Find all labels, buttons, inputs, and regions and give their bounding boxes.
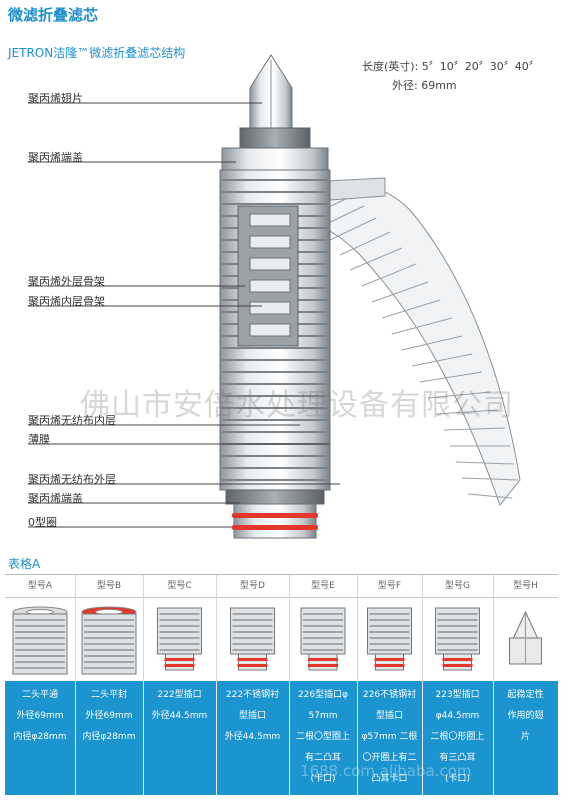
model-header: 型号E: [289, 575, 357, 598]
model-column: 型号B 二头平封外径69mm 内径φ28mm: [75, 575, 143, 795]
column-divider: [216, 575, 217, 795]
model-header: 型号H: [493, 575, 558, 598]
filter-cartridge-icon: [143, 598, 216, 682]
o-ring-icon: [232, 513, 318, 530]
model-description-line: 〇开圈上有二: [362, 753, 417, 763]
model-header: 型号C: [143, 575, 216, 598]
model-description-line: 型插口: [238, 711, 266, 721]
model-description: 222型插口外径44.5mm: [143, 681, 216, 795]
filter-cartridge-icon: [75, 598, 143, 682]
spec-length: 长度(英寸): 5〞10〞20〞30〞40〞: [362, 60, 540, 73]
model-header: 型号G: [422, 575, 493, 598]
column-divider: [422, 575, 423, 795]
column-divider: [422, 681, 423, 795]
model-column: 型号A 二头平通外径69mm 内径φ28mm: [5, 575, 75, 795]
company-watermark: 佛山市安倍水处理设备有限公司: [80, 388, 514, 423]
model-column: 型号H 起稳定性作用的翅片: [493, 575, 558, 795]
table-title: 表格A: [8, 557, 41, 571]
label-inner-nonwoven: 聚丙烯无纺布内层: [28, 414, 116, 427]
model-description-line: 内径φ28mm: [13, 732, 67, 742]
column-divider: [75, 575, 76, 795]
column-divider: [357, 575, 358, 795]
label-end-cap-top: 聚丙烯端盖: [28, 151, 83, 164]
model-description-line: 有三凸耳: [439, 753, 476, 763]
fin-cartridge-icon: [493, 598, 558, 682]
label-end-cap-bottom: 聚丙烯端盖: [28, 492, 83, 505]
model-description-line: 226不锈钢衬: [362, 690, 417, 700]
model-description: 226不锈钢衬型插口 φ57mm 二根〇开圈上有二凸耳卡口: [357, 681, 422, 795]
column-divider: [75, 681, 76, 795]
model-description-line: 外径69mm: [16, 711, 64, 721]
model-description-line: 57mm: [308, 711, 338, 721]
column-divider: [289, 575, 290, 795]
label-o-ring: 0型圈: [28, 516, 57, 529]
label-outer-nonwoven: 聚丙烯无纺布外层: [28, 473, 116, 486]
label-membrane: 薄膜: [28, 433, 50, 446]
column-divider: [216, 681, 217, 795]
model-description: 二头平封外径69mm 内径φ28mm: [75, 681, 143, 795]
structure-subtitle: JETRON洁隆™微滤折叠滤芯结构: [8, 46, 186, 60]
spec-outer-diameter: 外径: 69mm: [392, 79, 457, 92]
model-description-line: φ44.5mm: [435, 711, 480, 721]
model-description: 222不锈钢衬型插口外径44.5mm: [216, 681, 289, 795]
model-description: 223型插口 φ44.5mm 二根〇形圈上有三凸耳 (卡口): [422, 681, 493, 795]
filter-cartridge-icon: [422, 598, 493, 682]
model-header: 型号F: [357, 575, 422, 598]
column-divider: [143, 681, 144, 795]
model-description-line: 222型插口: [157, 690, 202, 700]
fin-top: [249, 54, 293, 129]
label-fin: 聚丙烯翅片: [28, 92, 83, 105]
model-description-line: 外径44.5mm: [224, 732, 281, 742]
column-divider: [493, 681, 494, 795]
site-watermark: 1688.com alibaba.com: [300, 762, 472, 780]
model-description-line: 二根〇形圈上: [430, 732, 485, 742]
column-divider: [143, 575, 144, 795]
model-header: 型号D: [216, 575, 289, 598]
end-cap-top: [221, 127, 329, 171]
model-column: 型号G 223型插口 φ44.5mm 二根〇形圈上有三凸耳 (卡口): [422, 575, 493, 795]
model-description-line: 222不锈钢衬: [225, 690, 280, 700]
label-inner-cage: 聚丙烯内层骨架: [28, 295, 105, 308]
filter-cartridge-icon: [216, 598, 289, 682]
model-description-line: 片: [520, 732, 530, 742]
column-divider: [493, 575, 494, 795]
model-description-line: 226型插口φ: [297, 690, 349, 700]
model-description-line: 二根〇型圈上: [295, 732, 350, 742]
model-description-line: 有二凸耳: [304, 753, 341, 763]
end-cap-bottom: [225, 489, 325, 539]
model-column: 型号D 222不锈钢衬型插口外径44.5mm: [216, 575, 289, 795]
model-description-line: 内径φ28mm: [82, 732, 136, 742]
filter-cartridge-icon: [289, 598, 357, 682]
model-description-line: 二头平封: [90, 690, 127, 700]
model-description-line: 二头平通: [21, 690, 58, 700]
pleated-membrane-fan: [306, 177, 521, 507]
model-description-line: 外径69mm: [85, 711, 133, 721]
model-table: 型号A 二头平通外径69mm 内径φ28mm 型号B 二头平封外径69mm 内径φ28mm…: [5, 574, 558, 795]
label-outer-cage: 聚丙烯外层骨架: [28, 275, 105, 288]
model-description-line: (卡口): [444, 774, 471, 784]
filter-structure-diagram: [28, 54, 521, 539]
model-description-line: 223型插口: [435, 690, 480, 700]
model-description-line: 型插口: [375, 711, 403, 721]
filter-body: [219, 169, 331, 491]
model-description: 二头平通外径69mm 内径φ28mm: [5, 681, 75, 795]
model-description: 起稳定性作用的翅片: [493, 681, 558, 795]
model-description-line: 凸耳卡口: [371, 774, 408, 784]
model-header: 型号A: [5, 575, 75, 598]
model-column: 型号F 226不锈钢衬型插口 φ57mm 二根〇开圈上有二凸耳卡口: [357, 575, 422, 795]
model-description-line: 起稳定性: [507, 690, 544, 700]
model-description: 226型插口φ 57mm 二根〇型圈上有二凸耳 (卡口): [289, 681, 357, 795]
filter-cartridge-icon: [357, 598, 422, 682]
model-header: 型号B: [75, 575, 143, 598]
model-description-line: φ57mm 二根: [361, 732, 418, 742]
filter-cartridge-icon: [5, 598, 75, 682]
model-description-line: 作用的翅: [507, 711, 544, 721]
model-column: 型号C 222型插口外径44.5mm: [143, 575, 216, 795]
model-column: 型号E 226型插口φ 57mm 二根〇型圈上有二凸耳 (卡口): [289, 575, 357, 795]
column-divider: [289, 681, 290, 795]
page-title: 微滤折叠滤芯: [8, 6, 99, 24]
model-description-line: 外径44.5mm: [151, 711, 208, 721]
model-description-line: (卡口): [310, 774, 336, 784]
column-divider: [357, 681, 358, 795]
